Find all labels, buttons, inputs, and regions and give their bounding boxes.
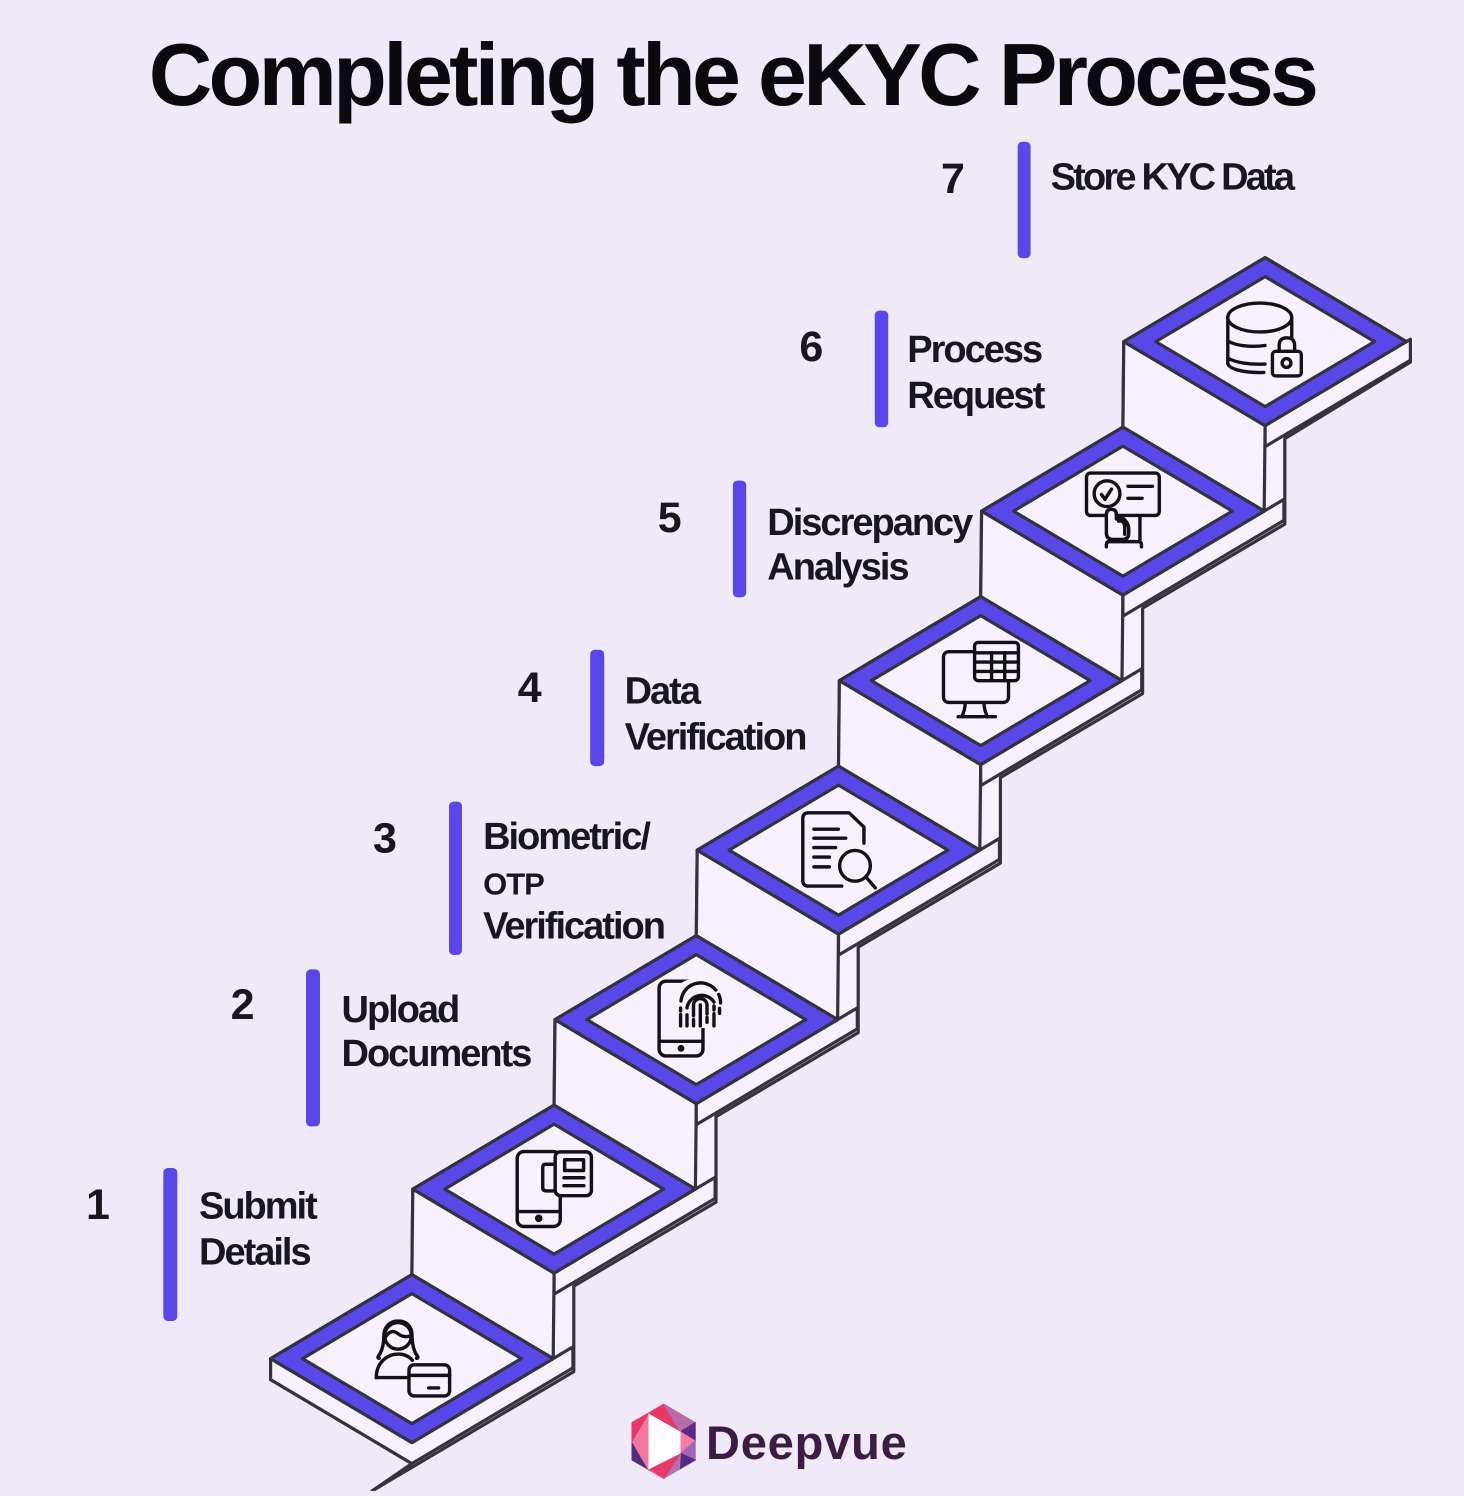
svg-text:Discrepancy: Discrepancy [767, 502, 973, 544]
svg-text:2: 2 [231, 981, 255, 1029]
svg-text:6: 6 [799, 323, 823, 371]
svg-text:Store KYC Data: Store KYC Data [1051, 156, 1296, 198]
svg-text:Verification: Verification [483, 906, 664, 948]
svg-text:Process: Process [907, 329, 1042, 371]
svg-text:4: 4 [518, 664, 542, 712]
svg-text:Details: Details [199, 1232, 310, 1274]
svg-text:Request: Request [907, 375, 1045, 417]
svg-text:1: 1 [86, 1181, 110, 1229]
svg-text:7: 7 [941, 155, 965, 203]
svg-text:Upload: Upload [342, 989, 459, 1031]
svg-text:Submit: Submit [199, 1186, 318, 1228]
svg-text:Deepvue: Deepvue [706, 1416, 908, 1469]
svg-text:Analysis: Analysis [767, 546, 908, 588]
svg-text:OTP: OTP [483, 867, 544, 902]
svg-text:Documents: Documents [342, 1033, 532, 1075]
svg-text:Verification: Verification [625, 716, 806, 758]
svg-text:3: 3 [373, 815, 397, 863]
svg-text:Completing the eKYC Process: Completing the eKYC Process [149, 25, 1316, 124]
svg-text:Data: Data [625, 670, 702, 712]
svg-text:Biometric/: Biometric/ [483, 816, 651, 858]
svg-text:5: 5 [658, 494, 682, 542]
